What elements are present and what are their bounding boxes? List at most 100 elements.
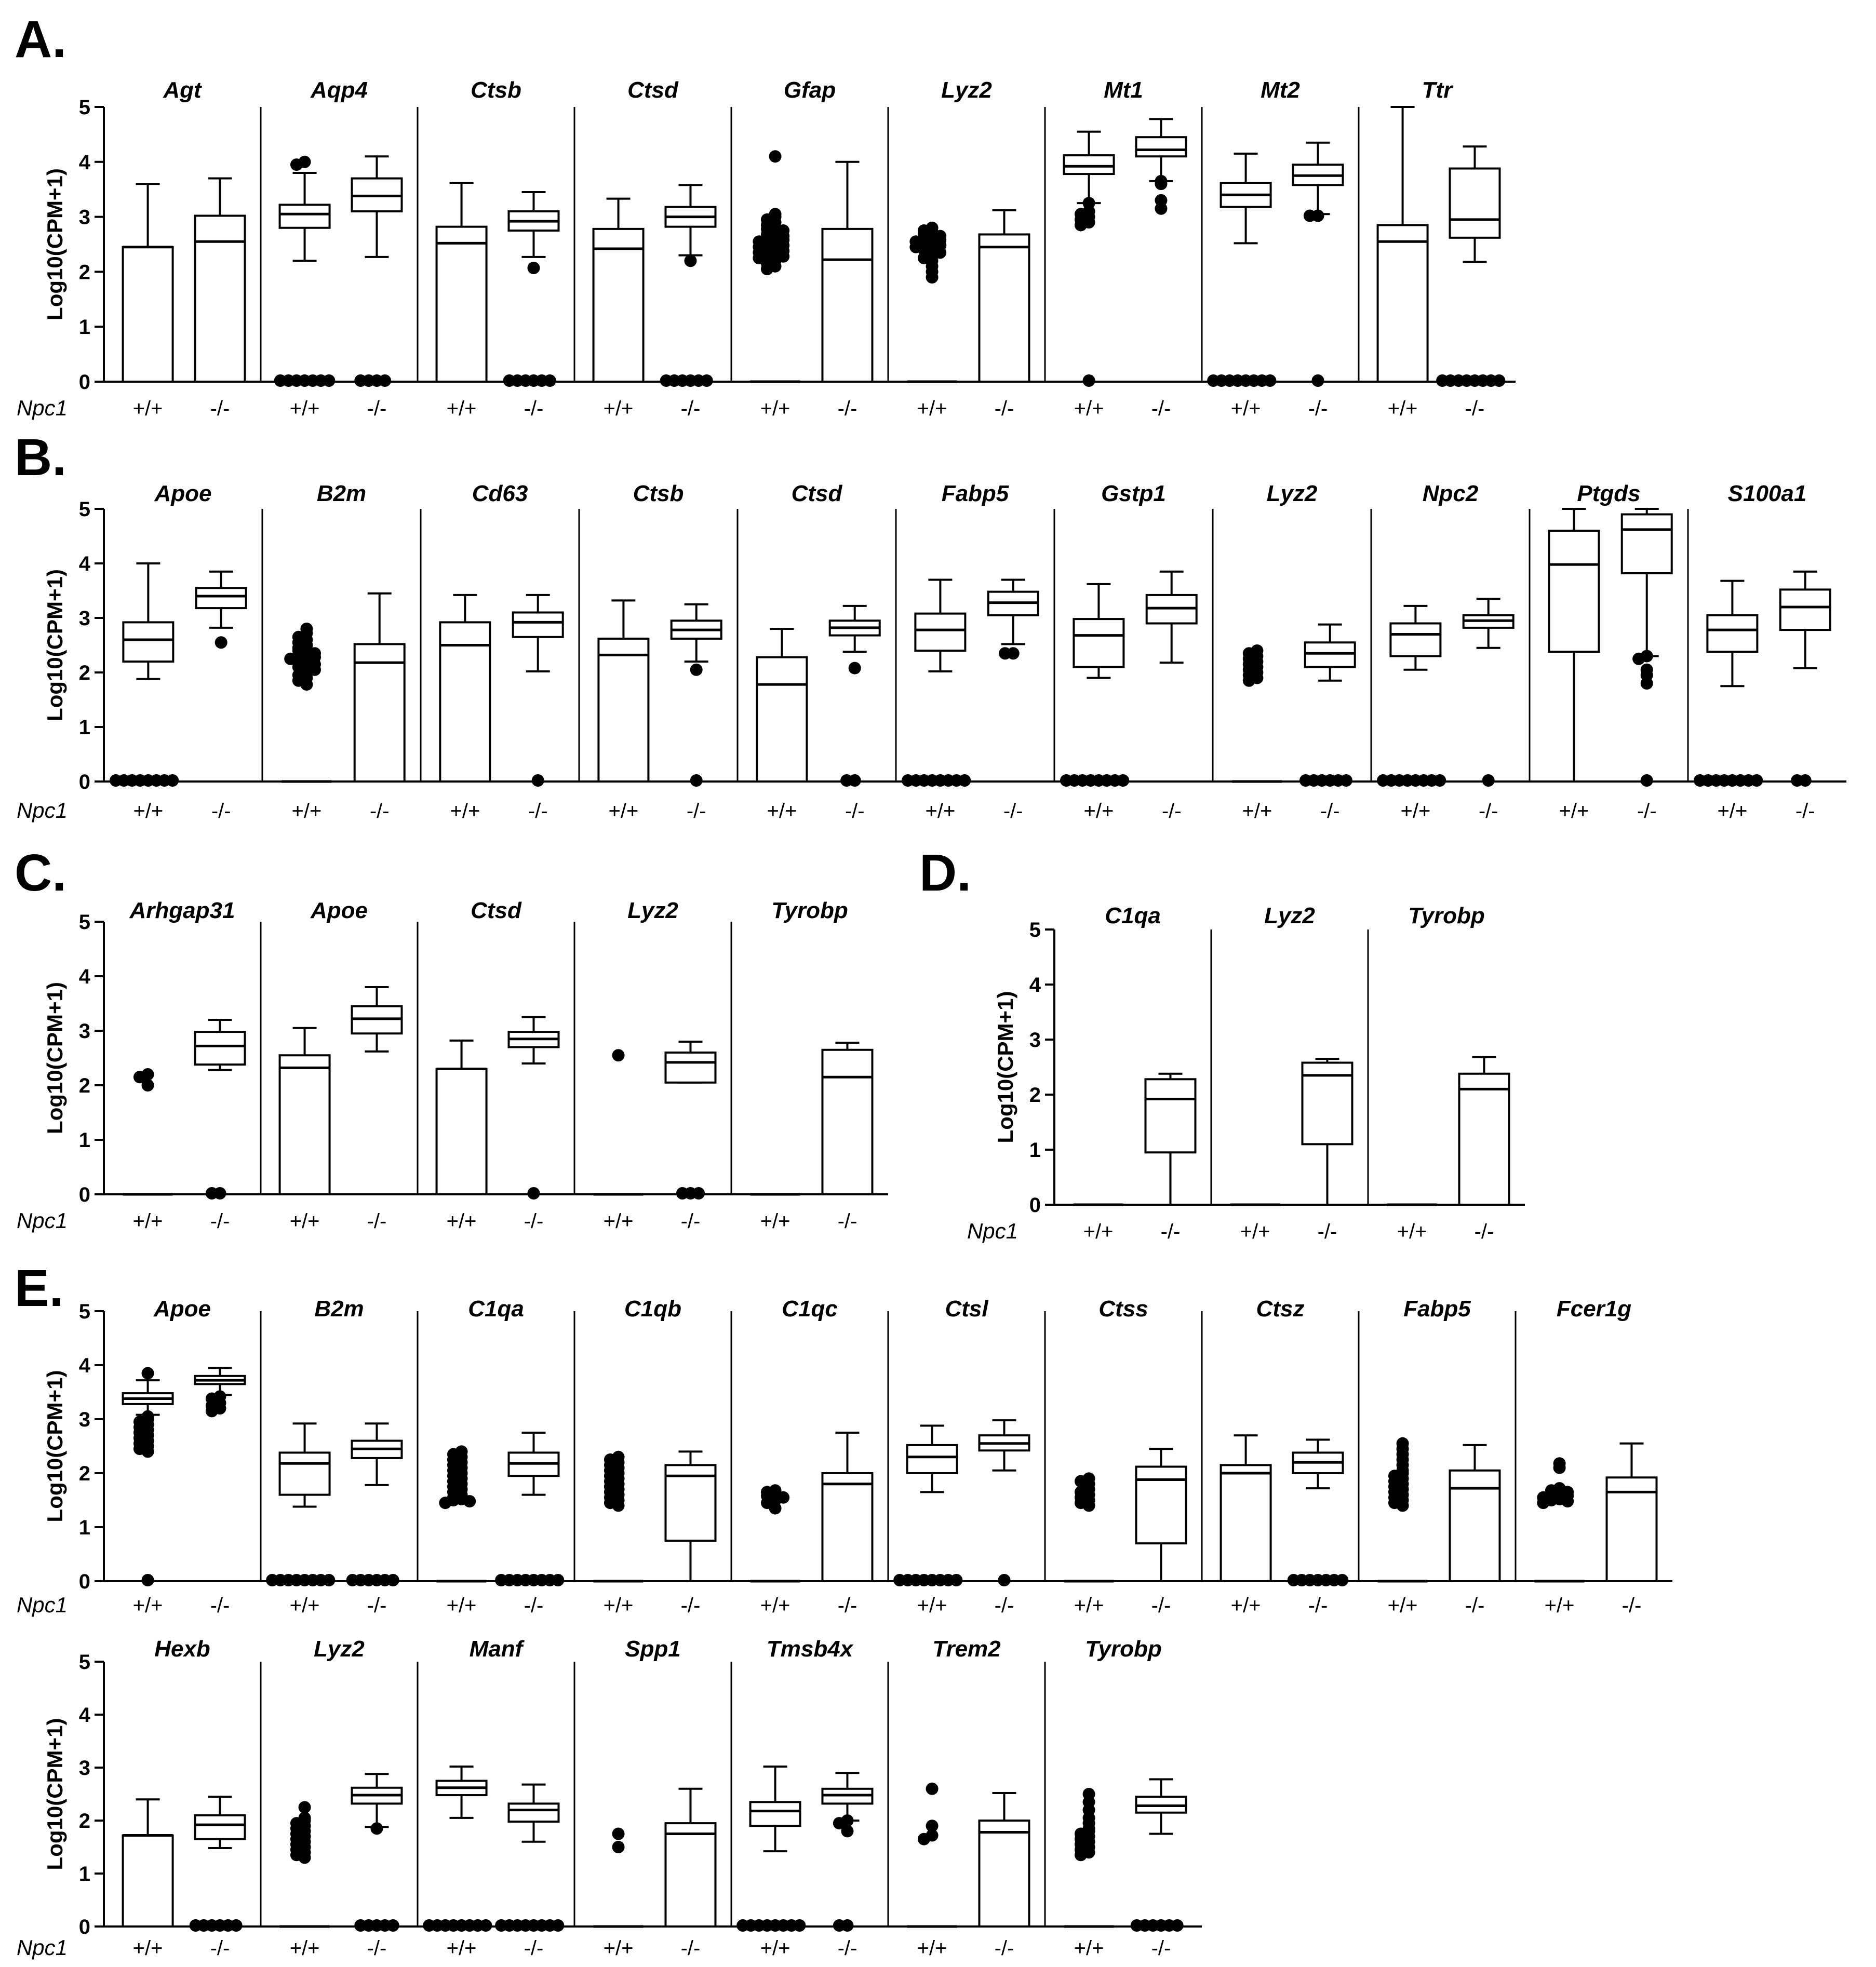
outlier-point	[552, 1574, 565, 1586]
box-group-wt: +/+	[907, 1782, 957, 1960]
group-label: -/-	[1162, 800, 1182, 823]
y-tick-label: 3	[1029, 1029, 1041, 1052]
box-group-wt: +/+	[1064, 1472, 1114, 1617]
panel-6: 012345Log10(CPM+1)Npc1Hexb+/+-/-Lyz2+/+-…	[17, 1636, 1202, 1960]
box-group-wt: +/+	[1534, 1457, 1585, 1617]
gene-title: Lyz2	[1267, 481, 1318, 506]
outlier-point	[298, 1851, 311, 1864]
gene-title: B2m	[314, 1296, 364, 1322]
outlier-point	[999, 647, 1012, 660]
y-tick-label: 1	[79, 716, 90, 739]
outlier-point	[495, 1574, 508, 1586]
y-axis-label: Log10(CPM+1)	[43, 168, 67, 320]
box	[122, 246, 174, 383]
box-group-mut: -/-	[664, 1450, 717, 1617]
facet-apoe: Apoe+/+-/-	[260, 898, 418, 1233]
facet-arhgap31: Arhgap31+/+-/-	[104, 898, 261, 1233]
box	[821, 1472, 874, 1582]
outlier-point	[840, 774, 853, 787]
gene-title: Agt	[163, 77, 203, 103]
outlier-point	[543, 374, 556, 387]
outlier-point	[527, 261, 540, 274]
outlier-point	[1377, 774, 1389, 787]
group-label: -/-	[1318, 1220, 1337, 1243]
facet-fabp5: Fabp5+/+-/-	[895, 481, 1054, 823]
group-label: -/-	[995, 1937, 1014, 1960]
box	[353, 643, 406, 783]
group-label: -/-	[1151, 1594, 1171, 1617]
group-label: -/-	[524, 397, 544, 420]
group-label: +/+	[447, 1594, 477, 1617]
box-group-wt: +/+	[1376, 106, 1429, 420]
outlier-point	[266, 1574, 279, 1586]
group-label: +/+	[1231, 1594, 1261, 1617]
box	[122, 621, 175, 663]
facet-spp1: Spp1+/+-/-	[573, 1636, 731, 1960]
outlier-point	[1060, 774, 1073, 787]
group-label: -/-	[681, 1594, 701, 1617]
box-group-mut: -/-	[1620, 508, 1673, 823]
box-group-wt: +/+	[750, 1193, 800, 1233]
box-group-mut: -/-	[1605, 1442, 1658, 1617]
outlier-point	[1396, 1499, 1409, 1512]
outlier-point	[141, 1367, 154, 1380]
group-label: -/-	[367, 1594, 387, 1617]
panel-label: A.	[15, 10, 66, 69]
gene-title: Trem2	[932, 1636, 1001, 1662]
box	[821, 227, 874, 383]
gene-title: Mt1	[1104, 77, 1143, 103]
box-group-wt: +/+	[893, 1424, 963, 1617]
group-row-label: Npc1	[17, 1935, 68, 1960]
outlier-point	[386, 1919, 399, 1932]
outlier-point	[893, 1574, 906, 1586]
group-label: -/-	[681, 1210, 701, 1233]
box-group-mut: -/-	[195, 570, 247, 823]
gene-title: B2m	[317, 481, 366, 506]
box-group-mut: -/-	[189, 1796, 246, 1960]
facet-manf: Manf+/+-/-	[417, 1636, 574, 1960]
outlier-point	[833, 1817, 846, 1830]
group-label: +/+	[604, 1937, 634, 1960]
outlier-point	[660, 374, 673, 387]
group-label: -/-	[370, 800, 390, 823]
facet-ctsd: Ctsd+/+-/-	[573, 77, 731, 420]
box-group-mut: -/-	[1145, 570, 1198, 823]
group-label: -/-	[838, 397, 857, 420]
panel-2: B.012345Log10(CPM+1)Npc1Apoe+/+-/-B2m+/+…	[15, 428, 1846, 823]
box-group-mut: -/-	[507, 1016, 560, 1233]
outlier-point	[552, 1919, 565, 1932]
y-tick-label: 5	[79, 1300, 90, 1323]
outlier-point	[841, 1825, 854, 1838]
group-label: +/+	[1388, 397, 1418, 420]
box-group-wt: +/+	[436, 1445, 487, 1617]
outlier-point	[205, 1405, 218, 1418]
y-axis-label: Log10(CPM+1)	[993, 991, 1017, 1143]
outlier-point	[166, 774, 179, 787]
gene-title: Npc2	[1423, 481, 1479, 506]
gene-title: Arhgap31	[129, 898, 235, 923]
outlier-point	[1130, 1919, 1143, 1932]
group-label: -/-	[1795, 800, 1815, 823]
y-tick-label: 2	[1029, 1084, 1041, 1107]
box-group-mut: -/-	[351, 155, 403, 420]
outlier-point	[1242, 674, 1255, 687]
group-label: -/-	[210, 1594, 230, 1617]
box-group-mut: -/-	[1299, 623, 1356, 823]
group-label: -/-	[528, 800, 548, 823]
box-group-mut: -/-	[512, 594, 564, 823]
box-group-wt: +/+	[282, 623, 332, 823]
box	[1376, 224, 1429, 383]
facet-ctsl: Ctsl+/+-/-	[887, 1296, 1045, 1617]
y-tick-label: 4	[79, 553, 91, 575]
outlier-point	[141, 1445, 154, 1458]
gene-title: Spp1	[625, 1636, 681, 1662]
outlier-point	[1632, 652, 1645, 665]
group-label: -/-	[367, 397, 387, 420]
facet-ctss: Ctss+/+-/-	[1044, 1296, 1202, 1617]
group-label: +/+	[133, 1594, 163, 1617]
box	[435, 1068, 488, 1195]
outlier-point	[1171, 1919, 1184, 1932]
panel-label: D.	[919, 844, 971, 902]
group-label: -/-	[524, 1937, 544, 1960]
panel-3: C.012345Log10(CPM+1)Npc1Arhgap31+/+-/-Ap…	[15, 844, 888, 1233]
